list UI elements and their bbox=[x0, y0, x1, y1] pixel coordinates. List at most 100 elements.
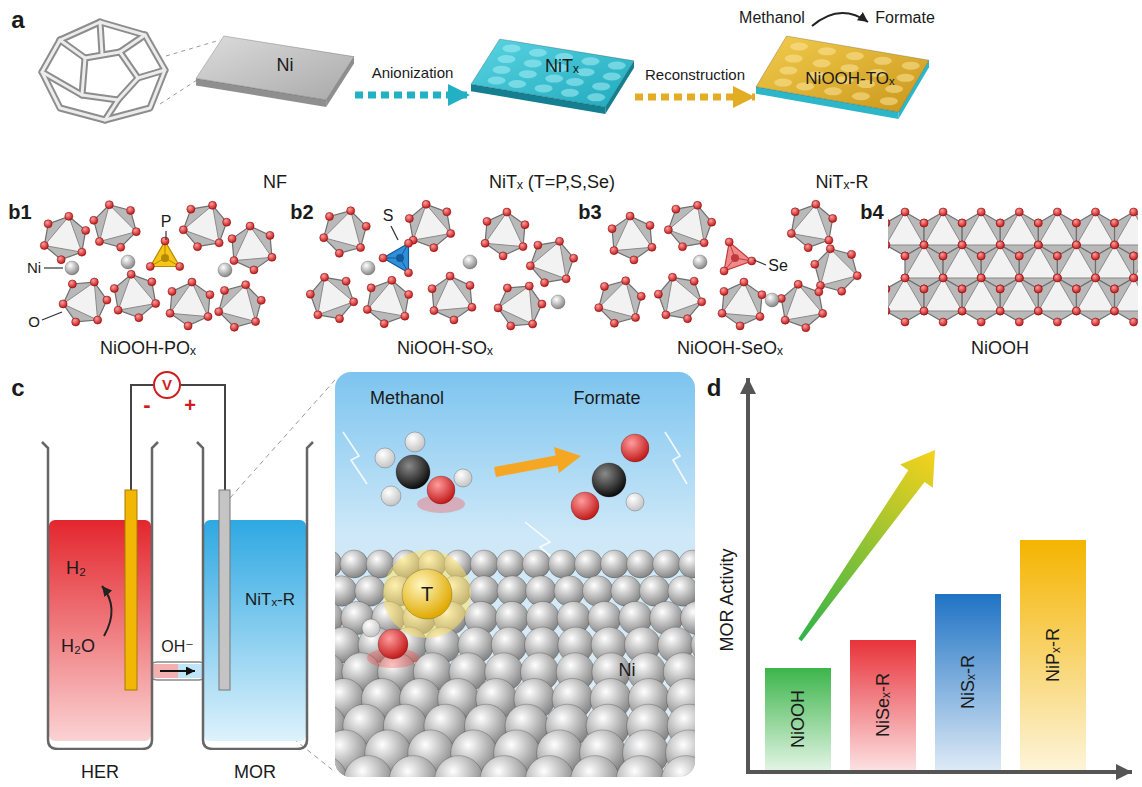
oxygen-atom bbox=[1034, 285, 1042, 293]
pointer-line bbox=[165, 231, 166, 240]
oxygen-atom bbox=[127, 270, 135, 278]
edge-label: Anionization bbox=[372, 64, 454, 81]
oxygen-atom bbox=[320, 273, 328, 281]
node-caption: NiTₓ-R bbox=[816, 172, 869, 193]
node-caption: NF bbox=[263, 172, 287, 193]
oxygen-atom bbox=[920, 285, 928, 293]
oxygen-atom bbox=[483, 217, 491, 225]
cage-tube-highlight bbox=[42, 22, 165, 120]
oxygen-atom bbox=[110, 284, 118, 292]
octahedron-face bbox=[962, 212, 1000, 245]
oxygen-atom bbox=[920, 241, 928, 249]
surface-texture bbox=[896, 74, 914, 82]
oxygen-atom bbox=[958, 307, 966, 315]
oxygen-atom bbox=[595, 304, 603, 312]
node-shape bbox=[470, 38, 635, 114]
surface-texture bbox=[581, 57, 599, 65]
oxygen-atom bbox=[853, 272, 861, 280]
oxygen-atom bbox=[105, 201, 113, 209]
oxygen-atom bbox=[958, 285, 966, 293]
octahedron-face bbox=[1038, 278, 1076, 311]
oxygen-atom bbox=[958, 241, 966, 249]
oxygen-atom bbox=[1015, 318, 1023, 326]
nickel-atom bbox=[496, 550, 524, 578]
oxygen-atom bbox=[314, 311, 322, 319]
cage-tube bbox=[60, 40, 85, 58]
nickel-atom bbox=[765, 293, 779, 307]
oxygen-atom bbox=[901, 274, 909, 282]
atom-label: S bbox=[383, 207, 394, 225]
oxygen-atom bbox=[694, 201, 702, 209]
oxygen-atom bbox=[223, 218, 231, 226]
oxygen-atom bbox=[939, 252, 947, 260]
nickel-atom bbox=[463, 255, 477, 269]
defective-structure bbox=[40, 201, 276, 332]
oxygen-atom bbox=[1072, 285, 1080, 293]
octahedron-face bbox=[183, 205, 219, 243]
nickel-atom bbox=[548, 550, 576, 578]
oxygen-atom bbox=[1015, 252, 1023, 260]
oxygen-atom bbox=[920, 307, 928, 315]
octahedron-face bbox=[1095, 245, 1133, 278]
oxygen-atom bbox=[481, 239, 489, 247]
octahedron bbox=[1115, 278, 1138, 322]
beaker-wall bbox=[42, 442, 158, 749]
nickel-atom bbox=[522, 550, 550, 578]
oxygen-atom bbox=[556, 237, 564, 245]
octahedron bbox=[599, 281, 642, 324]
oxygen-atom bbox=[135, 314, 143, 322]
octahedron bbox=[781, 284, 822, 327]
material-plate: NiOOH-TOₓNiTₓ-R bbox=[755, 35, 930, 119]
surface-texture bbox=[852, 92, 870, 100]
oxygen-atom bbox=[740, 278, 748, 286]
plate-top bbox=[196, 36, 354, 100]
nickel-atom bbox=[616, 756, 665, 777]
octahedron-face bbox=[668, 205, 704, 243]
node-label: H₂O bbox=[61, 636, 95, 657]
octahedron-face bbox=[1000, 278, 1038, 311]
oxygen-atom bbox=[220, 286, 228, 294]
octahedron-face bbox=[413, 204, 451, 240]
oxygen-atom bbox=[1111, 241, 1119, 249]
oxygen-atom bbox=[1111, 241, 1119, 249]
spark bbox=[665, 432, 687, 484]
octahedron-face bbox=[318, 277, 354, 315]
nickel-atom bbox=[361, 261, 375, 275]
oxygen-atom bbox=[529, 320, 537, 328]
nickel-atom bbox=[435, 756, 484, 777]
octahedron-face bbox=[44, 216, 82, 252]
node-label: Ni bbox=[277, 55, 294, 76]
oxygen-atom bbox=[114, 306, 122, 314]
octahedron-face bbox=[888, 212, 924, 245]
oxygen-atom bbox=[1092, 252, 1100, 260]
oxygen-atom bbox=[1053, 208, 1061, 216]
oxygen-atom bbox=[146, 263, 154, 271]
oxygen-atom bbox=[82, 226, 90, 234]
oxygen-atom bbox=[95, 238, 103, 246]
cage-tube-highlight bbox=[82, 52, 138, 100]
process-arrow bbox=[355, 92, 470, 99]
oxygen-atom bbox=[335, 249, 343, 257]
oxygen-atom bbox=[690, 277, 698, 285]
defective-structure bbox=[595, 200, 862, 331]
oxygen-atom bbox=[939, 274, 947, 282]
octahedron-face bbox=[981, 245, 1019, 278]
oxygen-atom bbox=[672, 205, 680, 213]
octahedron-face bbox=[1038, 212, 1076, 245]
oxygen-atom bbox=[901, 252, 909, 260]
oxygen-atom bbox=[720, 267, 728, 275]
oxygen-atom bbox=[838, 287, 846, 295]
nickel-atom bbox=[626, 550, 654, 578]
surface-texture bbox=[818, 47, 836, 55]
oxygen-atom bbox=[920, 241, 928, 249]
oxygen-atom bbox=[1072, 241, 1080, 249]
oxygen-atom bbox=[939, 252, 947, 260]
nickel-atom bbox=[525, 756, 574, 777]
oxygen-atom bbox=[791, 208, 799, 216]
octahedron-face bbox=[599, 281, 636, 318]
oxygen-atom bbox=[1072, 307, 1080, 315]
octahedron bbox=[815, 249, 858, 292]
oxygen-atom bbox=[804, 244, 812, 252]
wire bbox=[131, 385, 154, 490]
nickel-atom bbox=[571, 756, 620, 777]
